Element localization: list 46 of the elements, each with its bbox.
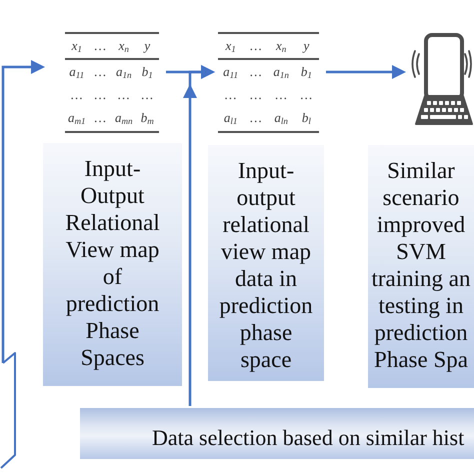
- column-header: …: [94, 39, 106, 53]
- matrix-entry: b$_{1}$: [142, 64, 153, 78]
- process-box: [208, 145, 324, 381]
- matrix-entry: b$_{1}$: [300, 64, 312, 78]
- matrix-entry: …: [141, 88, 154, 102]
- data-table: [65, 32, 159, 133]
- matrix-entry: a$_{11}$: [223, 64, 238, 78]
- process-box: [43, 143, 182, 386]
- matrix-entry: a$_{mn}$: [114, 110, 133, 124]
- matrix-entry: a$_{m1}$: [68, 110, 86, 124]
- matrix-entry: …: [224, 88, 236, 102]
- data-table: [218, 32, 319, 133]
- matrix-entry: …: [250, 64, 262, 78]
- column-header: x$_{1}$: [72, 39, 82, 53]
- matrix-entry: …: [250, 110, 262, 124]
- matrix-entry: …: [300, 88, 312, 102]
- process-box: [368, 145, 474, 388]
- column-header: y: [303, 39, 310, 53]
- step-text: Similar scenario improved SVM training an testing in prediction Phase Spa: [370, 157, 472, 373]
- process-box: [80, 408, 474, 459]
- matrix-entry: a$_{1n}$: [273, 64, 289, 78]
- matrix-entry: a$_{1n}$: [116, 64, 132, 78]
- matrix-entry: b$_{m}$: [140, 110, 154, 124]
- arrow: [2, 60, 45, 363]
- column-header: x$_{n}$: [276, 39, 286, 53]
- column-header: x$_{n}$: [118, 39, 129, 53]
- step-text: Input- Output Relational View map of prediction Phase Spaces: [64, 155, 161, 371]
- matrix-entry: …: [250, 88, 262, 102]
- matrix-entry: a$_{11}$: [69, 64, 84, 78]
- matrix-entry: a$_{ln}$: [274, 110, 288, 124]
- laptop-icon: [409, 32, 474, 126]
- arrow: [183, 65, 215, 406]
- column-header: …: [250, 39, 262, 53]
- column-header: x$_{1}$: [225, 39, 236, 53]
- column-header: y: [144, 39, 150, 53]
- matrix-entry: …: [70, 88, 83, 102]
- step-text: Data selection based on similar hist: [152, 425, 464, 451]
- matrix-entry: …: [94, 88, 106, 102]
- matrix-entry: b$_{l}$: [302, 110, 311, 124]
- matrix-entry: …: [94, 110, 106, 124]
- matrix-entry: …: [275, 88, 287, 102]
- step-text: Input- output relational view map data in prediction phase space: [218, 157, 314, 373]
- matrix-entry: …: [94, 64, 106, 78]
- arrow: [326, 65, 406, 79]
- matrix-entry: …: [118, 88, 130, 102]
- matrix-entry: a$_{l1}$: [224, 110, 238, 124]
